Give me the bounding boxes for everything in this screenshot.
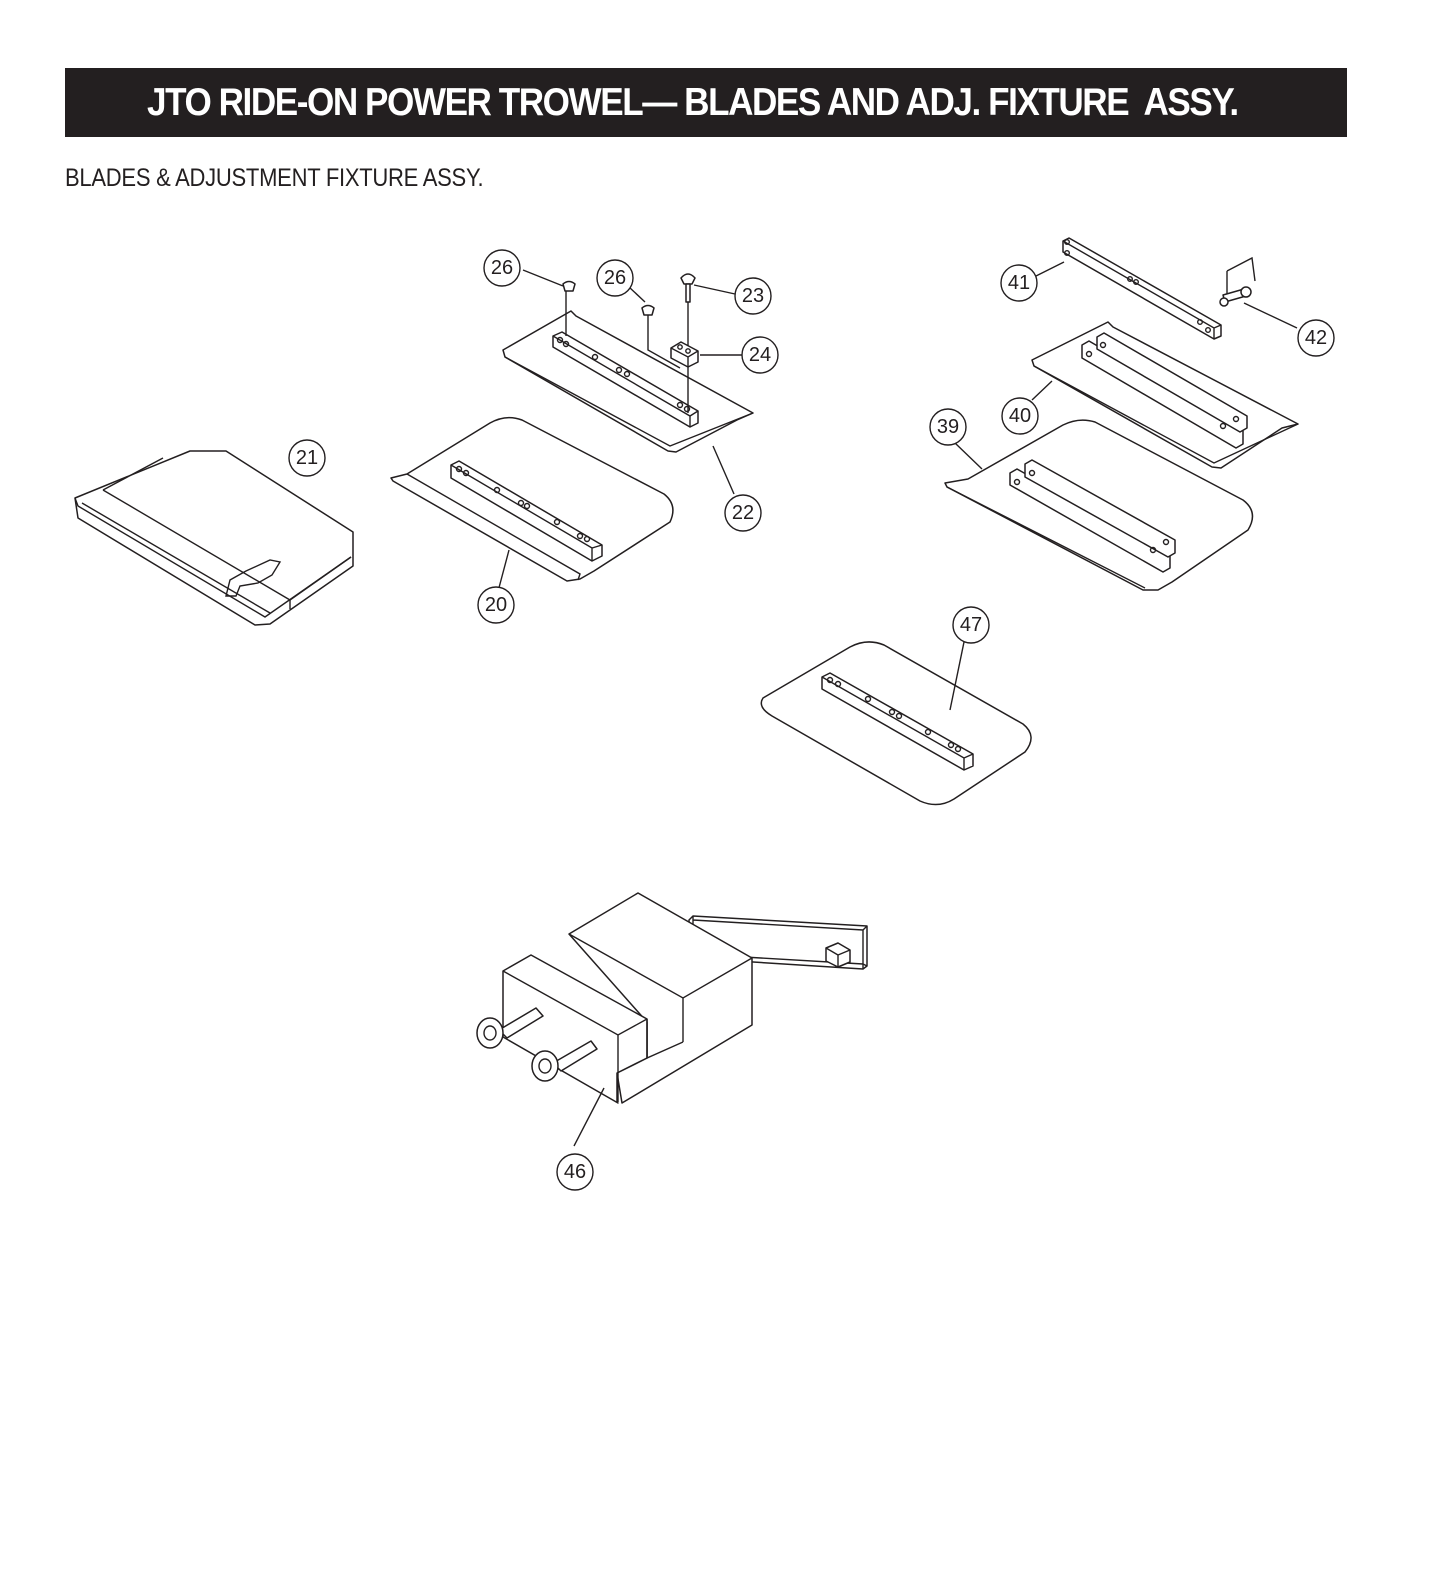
callout-24: 24 xyxy=(741,336,779,374)
part-39-qr-combination-blade xyxy=(944,419,1254,591)
svg-text:22: 22 xyxy=(732,502,754,524)
svg-text:40: 40 xyxy=(1009,405,1031,427)
part-22-finish-blade xyxy=(502,269,754,495)
callout-41: 41 xyxy=(1000,264,1038,302)
svg-text:42: 42 xyxy=(1305,327,1327,349)
svg-text:47: 47 xyxy=(960,614,982,636)
page-title: JTO RIDE-ON POWER TROWEL— BLADES AND ADJ… xyxy=(147,80,1239,124)
svg-text:41: 41 xyxy=(1008,272,1030,294)
callout-20: 20 xyxy=(477,586,515,624)
part-46-adjustment-fixture xyxy=(476,892,868,1147)
callout-22: 22 xyxy=(724,494,762,532)
part-47-combination-blade xyxy=(760,641,1032,806)
callout-46: 46 xyxy=(556,1153,594,1191)
svg-text:24: 24 xyxy=(749,344,771,366)
svg-text:20: 20 xyxy=(485,594,507,616)
callout-21: 21 xyxy=(288,439,326,477)
callout-26b: 26 xyxy=(596,259,634,297)
callout-39: 39 xyxy=(929,408,967,446)
part-42-lynch-pin xyxy=(1219,256,1298,329)
section-subtitle: BLADES & ADJUSTMENT FIXTURE ASSY. xyxy=(65,164,484,192)
part-21-float-pan xyxy=(74,450,354,626)
page-title-bar: JTO RIDE-ON POWER TROWEL— BLADES AND ADJ… xyxy=(65,68,1347,137)
svg-text:23: 23 xyxy=(742,285,764,307)
svg-text:39: 39 xyxy=(937,416,959,438)
callout-40: 40 xyxy=(1001,397,1039,435)
svg-text:26: 26 xyxy=(491,257,513,279)
part-40-qr-finish-blade xyxy=(1031,321,1299,469)
part-20-combination-blade xyxy=(390,416,674,600)
part-41-blade-bar xyxy=(1031,237,1222,340)
callout-26a: 26 xyxy=(483,249,521,287)
callout-42: 42 xyxy=(1297,319,1335,357)
svg-text:21: 21 xyxy=(296,447,318,469)
svg-text:46: 46 xyxy=(564,1161,586,1183)
svg-text:26: 26 xyxy=(604,267,626,289)
callout-23: 23 xyxy=(734,277,772,315)
callout-47: 47 xyxy=(952,606,990,644)
